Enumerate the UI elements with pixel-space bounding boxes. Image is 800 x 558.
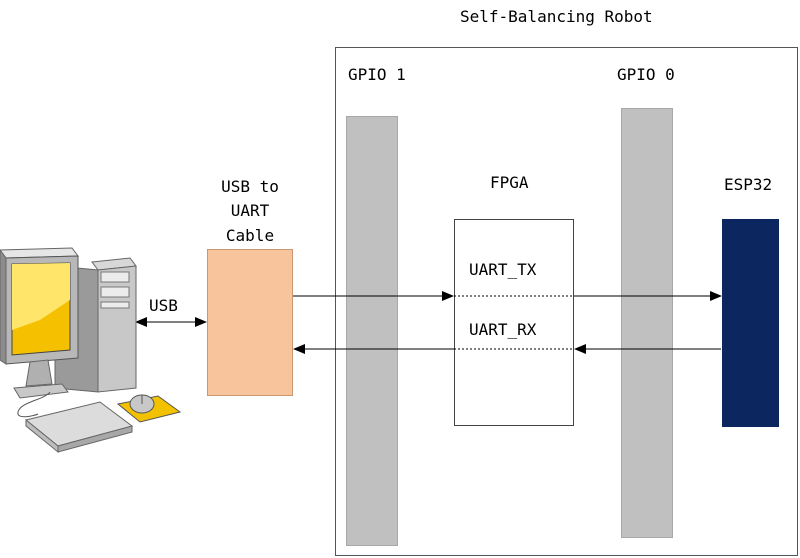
fpga-label: FPGA	[490, 173, 529, 192]
gpio0-label: GPIO 0	[617, 65, 675, 84]
cable-label-line2: UART	[230, 201, 270, 220]
usb-label: USB	[149, 296, 178, 315]
desktop-computer-icon	[0, 247, 182, 454]
cable-label-line3: Cable	[225, 226, 275, 245]
fpga-box	[454, 219, 574, 426]
uart-rx-label: UART_RX	[469, 320, 537, 339]
gpio1-label: GPIO 1	[348, 65, 406, 84]
gpio1-bar	[346, 116, 398, 546]
gpio0-bar	[621, 108, 673, 538]
usb-uart-cable-box	[207, 249, 293, 396]
uart-tx-label: UART_TX	[469, 260, 537, 279]
robot-title: Self-Balancing Robot	[460, 7, 653, 26]
esp32-label: ESP32	[724, 175, 773, 194]
esp32-box	[722, 219, 779, 427]
robot-frame	[335, 47, 798, 556]
cable-label-line1: USB to	[221, 177, 279, 196]
